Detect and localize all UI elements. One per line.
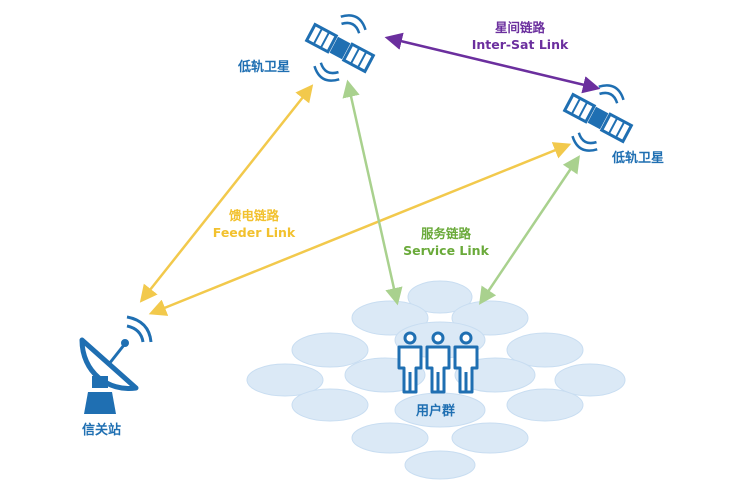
inter-sat-link-label-cn: 星间链路 [494,20,545,35]
feeder-link-label-cn: 馈电链路 [228,208,279,223]
service-link-1 [342,79,403,306]
inter-sat-link-label: 星间链路 Inter-Sat Link [460,20,580,52]
feeder-link-1 [139,84,314,303]
users-label: 用户群 [416,404,456,419]
satellite-2-label: 低轨卫星 [612,151,665,166]
service-link-label-en: Service Link [403,242,489,258]
inter-sat-link-label-en: Inter-Sat Link [471,36,569,52]
inter-sat-link [384,32,601,94]
gateway-label: 信关站 [82,423,122,438]
service-link-label-cn: 服务链路 [420,226,471,241]
feeder-link-label: 馈电链路 Feeder Link [204,208,304,240]
user-group-icon [397,331,479,394]
satellite-2-icon [562,84,634,152]
feeder-link-label-en: Feeder Link [212,224,296,240]
gateway-dish-icon [79,315,153,414]
satellite-1-label: 低轨卫星 [238,60,291,75]
service-link-label: 服务链路 Service Link [396,226,496,258]
satellite-1-icon [304,14,376,82]
service-link-2 [479,155,580,305]
